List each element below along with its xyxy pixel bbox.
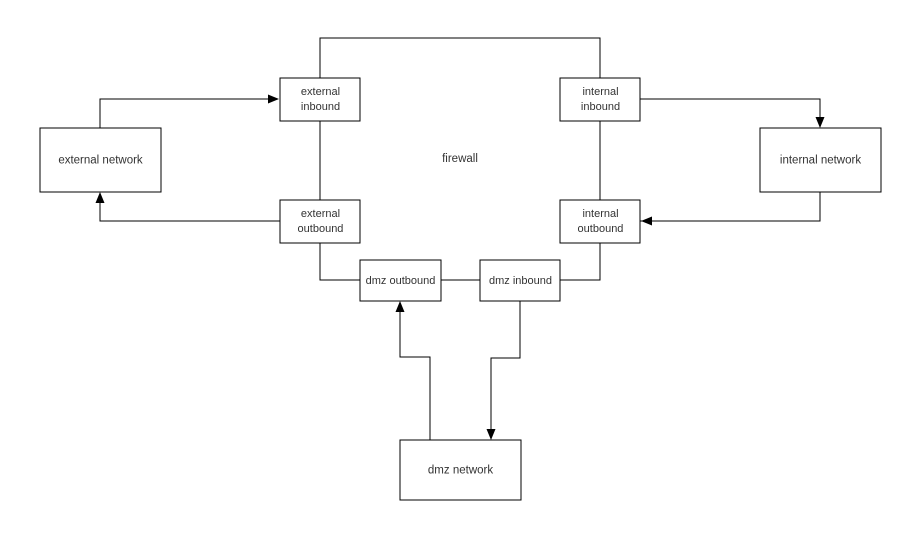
node-dmz-network[interactable]: dmz network: [399, 439, 522, 501]
node-dmz-inbound[interactable]: dmz inbound: [479, 259, 561, 302]
edge-external-outbound-to-external-network: [95, 192, 280, 222]
arrow-head-down-icon: [815, 117, 825, 128]
external-inbound-box[interactable]: [279, 77, 361, 122]
dmz-network-box[interactable]: [399, 439, 522, 501]
edge-line: [99, 199, 280, 222]
diagram-edges: [95, 94, 825, 440]
node-external-network[interactable]: external network: [39, 127, 162, 193]
arrow-head-right-icon: [268, 94, 279, 104]
edge-line: [640, 98, 821, 121]
node-internal-inbound[interactable]: internal inbound: [559, 77, 641, 122]
arrow-head-down-icon: [486, 429, 496, 440]
external-network-box[interactable]: [39, 127, 162, 193]
edge-external-network-to-external-inbound: [99, 94, 279, 128]
edge-internal-inbound-to-internal-network: [640, 98, 825, 128]
edge-line: [399, 309, 431, 440]
edge-dmz-network-to-dmz-outbound: [395, 301, 431, 440]
edge-internal-network-to-internal-outbound: [641, 192, 821, 226]
edge-line: [648, 192, 821, 222]
dmz-outbound-box[interactable]: [359, 259, 442, 302]
firewall-boundary-right-to-dmz: [560, 243, 601, 281]
firewall-boundary: [262, 37, 658, 281]
arrow-head-up-icon: [395, 301, 405, 312]
edge-line: [99, 98, 272, 128]
internal-inbound-box[interactable]: [559, 77, 641, 122]
node-external-outbound[interactable]: external outbound: [279, 199, 361, 244]
node-internal-outbound[interactable]: internal outbound: [559, 199, 641, 244]
edge-dmz-inbound-to-dmz-network: [486, 301, 521, 440]
node-dmz-outbound[interactable]: dmz outbound: [359, 259, 442, 302]
firewall-boundary-top: [319, 37, 601, 78]
internal-network-box[interactable]: [759, 127, 882, 193]
node-internal-network[interactable]: internal network: [759, 127, 882, 193]
edge-line: [490, 301, 521, 433]
arrow-head-left-icon: [641, 216, 652, 226]
arrow-head-up-icon: [95, 192, 105, 203]
node-external-inbound[interactable]: external inbound: [279, 77, 361, 122]
internal-outbound-box[interactable]: [559, 199, 641, 244]
firewall-boundary-left-to-dmz: [319, 243, 360, 281]
external-outbound-box[interactable]: [279, 199, 361, 244]
dmz-inbound-box[interactable]: [479, 259, 561, 302]
diagram-nodes: external network external inbound extern…: [39, 77, 882, 501]
firewall-zone-label: firewall: [442, 153, 478, 165]
